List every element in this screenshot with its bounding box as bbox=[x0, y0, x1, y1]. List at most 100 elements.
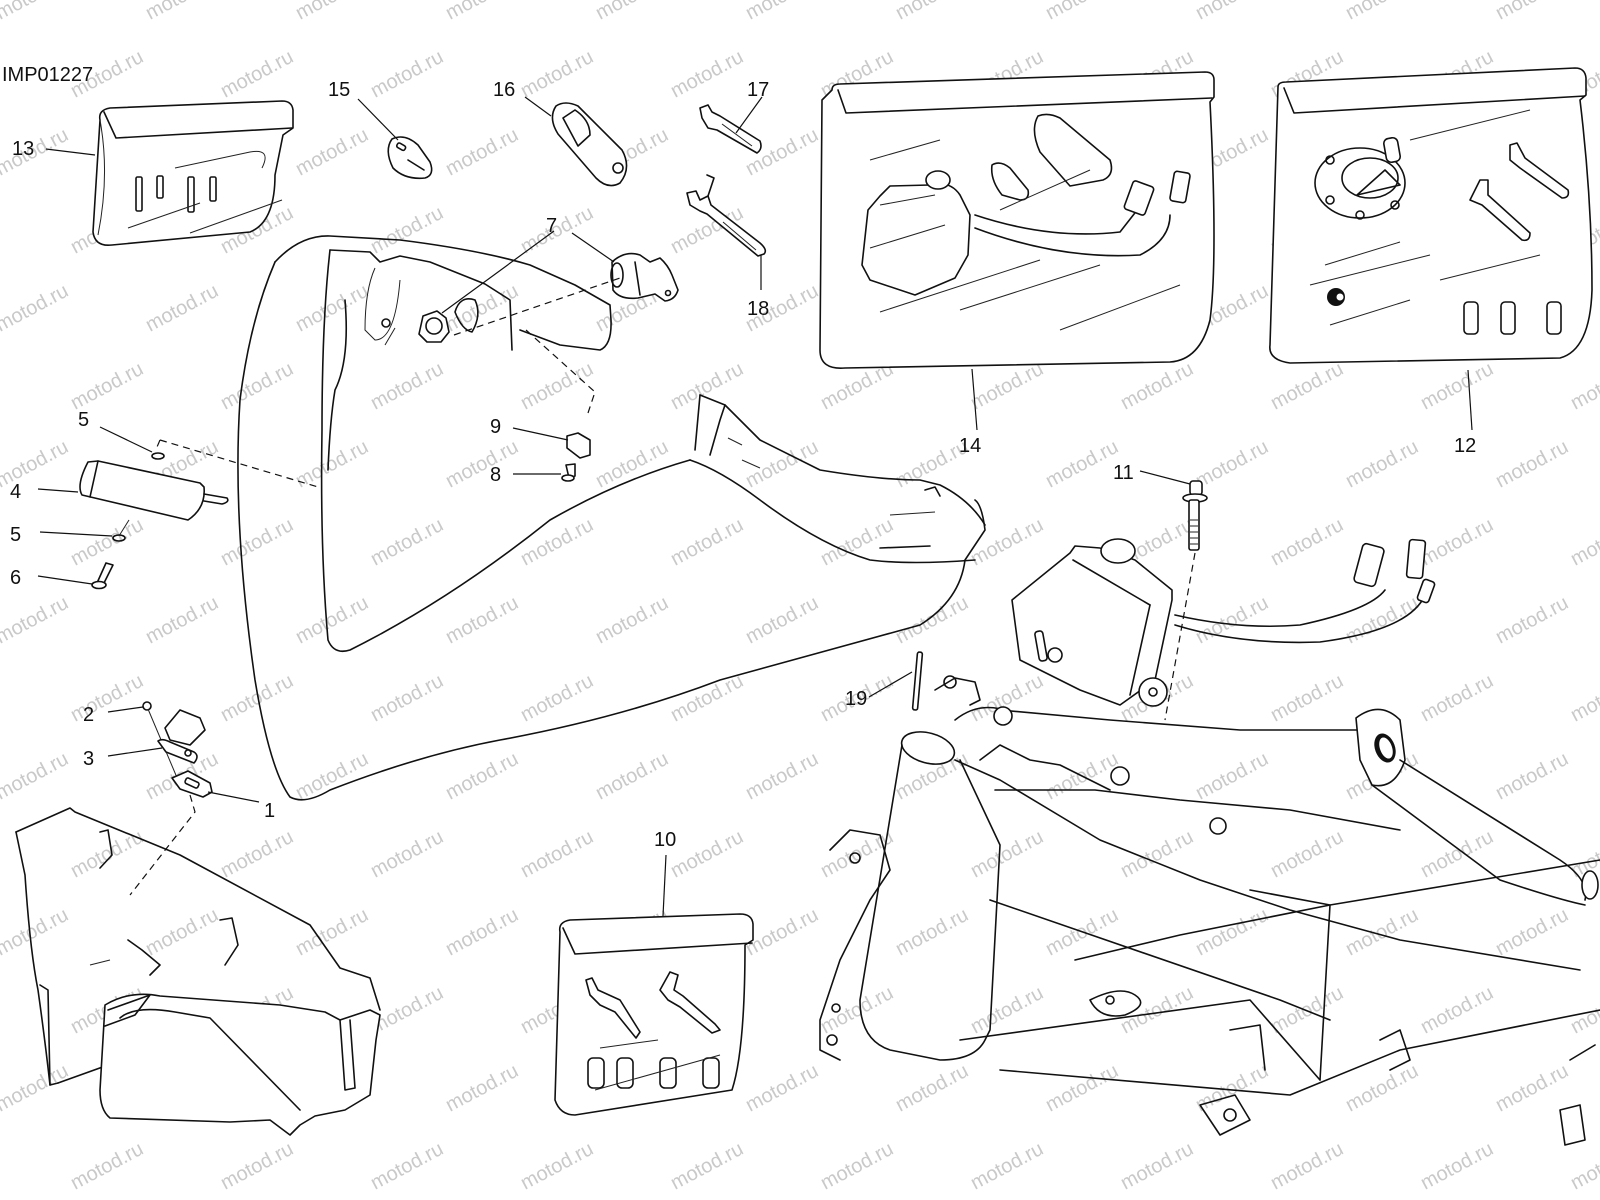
watermark-text: motod.ru bbox=[742, 0, 822, 24]
callout-1[interactable]: 1 bbox=[264, 800, 275, 822]
part-11-bolt[interactable] bbox=[1182, 480, 1208, 551]
watermark-text: motod.ru bbox=[1342, 592, 1422, 648]
watermark-text: motod.ru bbox=[892, 904, 972, 960]
watermark-text: motod.ru bbox=[592, 592, 672, 648]
watermark-text: motod.ru bbox=[67, 670, 147, 726]
watermark-text: motod.ru bbox=[667, 46, 747, 102]
callout-9[interactable]: 9 bbox=[490, 416, 501, 438]
part-18-flip-key-blade[interactable] bbox=[686, 174, 767, 257]
part-ignition-switch-assembly bbox=[1011, 538, 1436, 707]
callout-18[interactable]: 18 bbox=[747, 298, 769, 320]
part-17-key-blade[interactable] bbox=[699, 104, 762, 154]
watermark-text: motod.ru bbox=[1567, 358, 1600, 414]
watermark-text: motod.ru bbox=[292, 592, 372, 648]
watermark-text: motod.ru bbox=[367, 826, 447, 882]
watermark-text: motod.ru bbox=[1192, 436, 1272, 492]
part-12-fuel-cap-lock-kit[interactable] bbox=[1269, 67, 1593, 364]
watermark-text: motod.ru bbox=[292, 748, 372, 804]
watermark-text: motod.ru bbox=[442, 0, 522, 24]
watermark-text: motod.ru bbox=[517, 1138, 597, 1194]
watermark-text: motod.ru bbox=[442, 124, 522, 180]
part-5-washer-upper[interactable] bbox=[151, 452, 165, 460]
part-7-lock-cylinder[interactable] bbox=[418, 252, 679, 343]
watermark-text: motod.ru bbox=[442, 904, 522, 960]
watermark-text: motod.ru bbox=[967, 358, 1047, 414]
callout-17[interactable]: 17 bbox=[747, 79, 769, 101]
watermark-text: motod.ru bbox=[517, 826, 597, 882]
watermark-text: motod.ru bbox=[1567, 982, 1600, 1038]
watermark-text: motod.ru bbox=[1417, 358, 1497, 414]
callout-15[interactable]: 15 bbox=[328, 79, 350, 101]
callout-5a[interactable]: 5 bbox=[78, 409, 89, 431]
watermark-text: motod.ru bbox=[967, 826, 1047, 882]
part-3-sensor[interactable] bbox=[157, 709, 206, 764]
part-16-key-fob[interactable] bbox=[551, 102, 628, 187]
watermark-text: motod.ru bbox=[367, 1138, 447, 1194]
watermark-text: motod.ru bbox=[967, 1138, 1047, 1194]
callout-labels: 13 15 16 17 7 18 5 4 5 6 9 8 2 3 1 10 14… bbox=[10, 79, 1476, 851]
callout-14[interactable]: 14 bbox=[959, 435, 981, 457]
watermark-text: motod.ru bbox=[1492, 748, 1572, 804]
watermark-text: motod.ru bbox=[667, 514, 747, 570]
watermark-text: motod.ru bbox=[367, 670, 447, 726]
watermark-text: motod.ru bbox=[592, 748, 672, 804]
watermark-text: motod.ru bbox=[742, 592, 822, 648]
watermark-text: motod.ru bbox=[1567, 670, 1600, 726]
watermark-text: motod.ru bbox=[1417, 982, 1497, 1038]
watermark-text: motod.ru bbox=[67, 358, 147, 414]
watermark-text: motod.ru bbox=[1417, 670, 1497, 726]
watermark-text: motod.ru bbox=[1417, 1138, 1497, 1194]
callout-16[interactable]: 16 bbox=[493, 79, 515, 101]
watermark-text: motod.ru bbox=[1267, 514, 1347, 570]
callout-11[interactable]: 11 bbox=[1113, 462, 1134, 484]
part-6-screw[interactable] bbox=[91, 562, 114, 590]
watermark-text: motod.ru bbox=[1042, 0, 1122, 24]
part-19-pin[interactable] bbox=[911, 651, 924, 711]
part-9-clip-nut[interactable] bbox=[566, 432, 591, 459]
watermark-text: motod.ru bbox=[1192, 0, 1272, 24]
watermark-text: motod.ru bbox=[667, 1138, 747, 1194]
callout-7[interactable]: 7 bbox=[546, 215, 557, 237]
watermark-text: motod.ru bbox=[217, 1138, 297, 1194]
watermark-text: motod.ru bbox=[217, 670, 297, 726]
watermark-text: motod.ru bbox=[742, 1060, 822, 1116]
watermark-text: motod.ru bbox=[1117, 358, 1197, 414]
callout-5b[interactable]: 5 bbox=[10, 524, 21, 546]
watermark-text: motod.ru bbox=[742, 748, 822, 804]
watermark-text: motod.ru bbox=[142, 0, 222, 24]
watermark-text: motod.ru bbox=[1042, 1060, 1122, 1116]
watermark-text: motod.ru bbox=[0, 748, 72, 804]
callout-6[interactable]: 6 bbox=[10, 567, 21, 589]
watermark-text: motod.ru bbox=[367, 202, 447, 258]
callout-8[interactable]: 8 bbox=[490, 464, 501, 486]
callout-4[interactable]: 4 bbox=[10, 481, 21, 503]
watermark-text: motod.ru bbox=[367, 982, 447, 1038]
callout-13[interactable]: 13 bbox=[12, 138, 34, 160]
watermark-text: motod.ru bbox=[1492, 592, 1572, 648]
callout-2[interactable]: 2 bbox=[83, 704, 94, 726]
callout-3[interactable]: 3 bbox=[83, 748, 94, 770]
watermark-text: motod.ru bbox=[0, 592, 72, 648]
watermark-text: motod.ru bbox=[442, 436, 522, 492]
callout-12[interactable]: 12 bbox=[1454, 435, 1476, 457]
watermark-text: motod.ru bbox=[517, 670, 597, 726]
watermark-text: motod.ru bbox=[592, 436, 672, 492]
part-5-washer-lower[interactable] bbox=[112, 534, 126, 542]
watermark-text: motod.ru bbox=[292, 904, 372, 960]
part-14-ignition-switch-kit[interactable] bbox=[819, 71, 1215, 369]
watermark-text: motod.ru bbox=[0, 0, 72, 24]
part-10-keys-kit[interactable] bbox=[554, 913, 754, 1116]
part-15-key-fob-small[interactable] bbox=[387, 136, 433, 180]
part-8-screw[interactable] bbox=[561, 463, 576, 482]
watermark-text: motod.ru bbox=[1192, 748, 1272, 804]
part-4-transponder-antenna[interactable] bbox=[79, 460, 229, 521]
watermark-text: motod.ru bbox=[292, 436, 372, 492]
part-13-kit-bag[interactable] bbox=[92, 100, 294, 247]
watermark-text: motod.ru bbox=[0, 1060, 72, 1116]
part-1-gasket[interactable] bbox=[171, 770, 213, 798]
watermark-text: motod.ru bbox=[1267, 670, 1347, 726]
watermark-text: motod.ru bbox=[1567, 1138, 1600, 1194]
part-fairing-cover bbox=[237, 235, 986, 801]
callout-19[interactable]: 19 bbox=[845, 688, 867, 710]
callout-10[interactable]: 10 bbox=[654, 829, 676, 851]
